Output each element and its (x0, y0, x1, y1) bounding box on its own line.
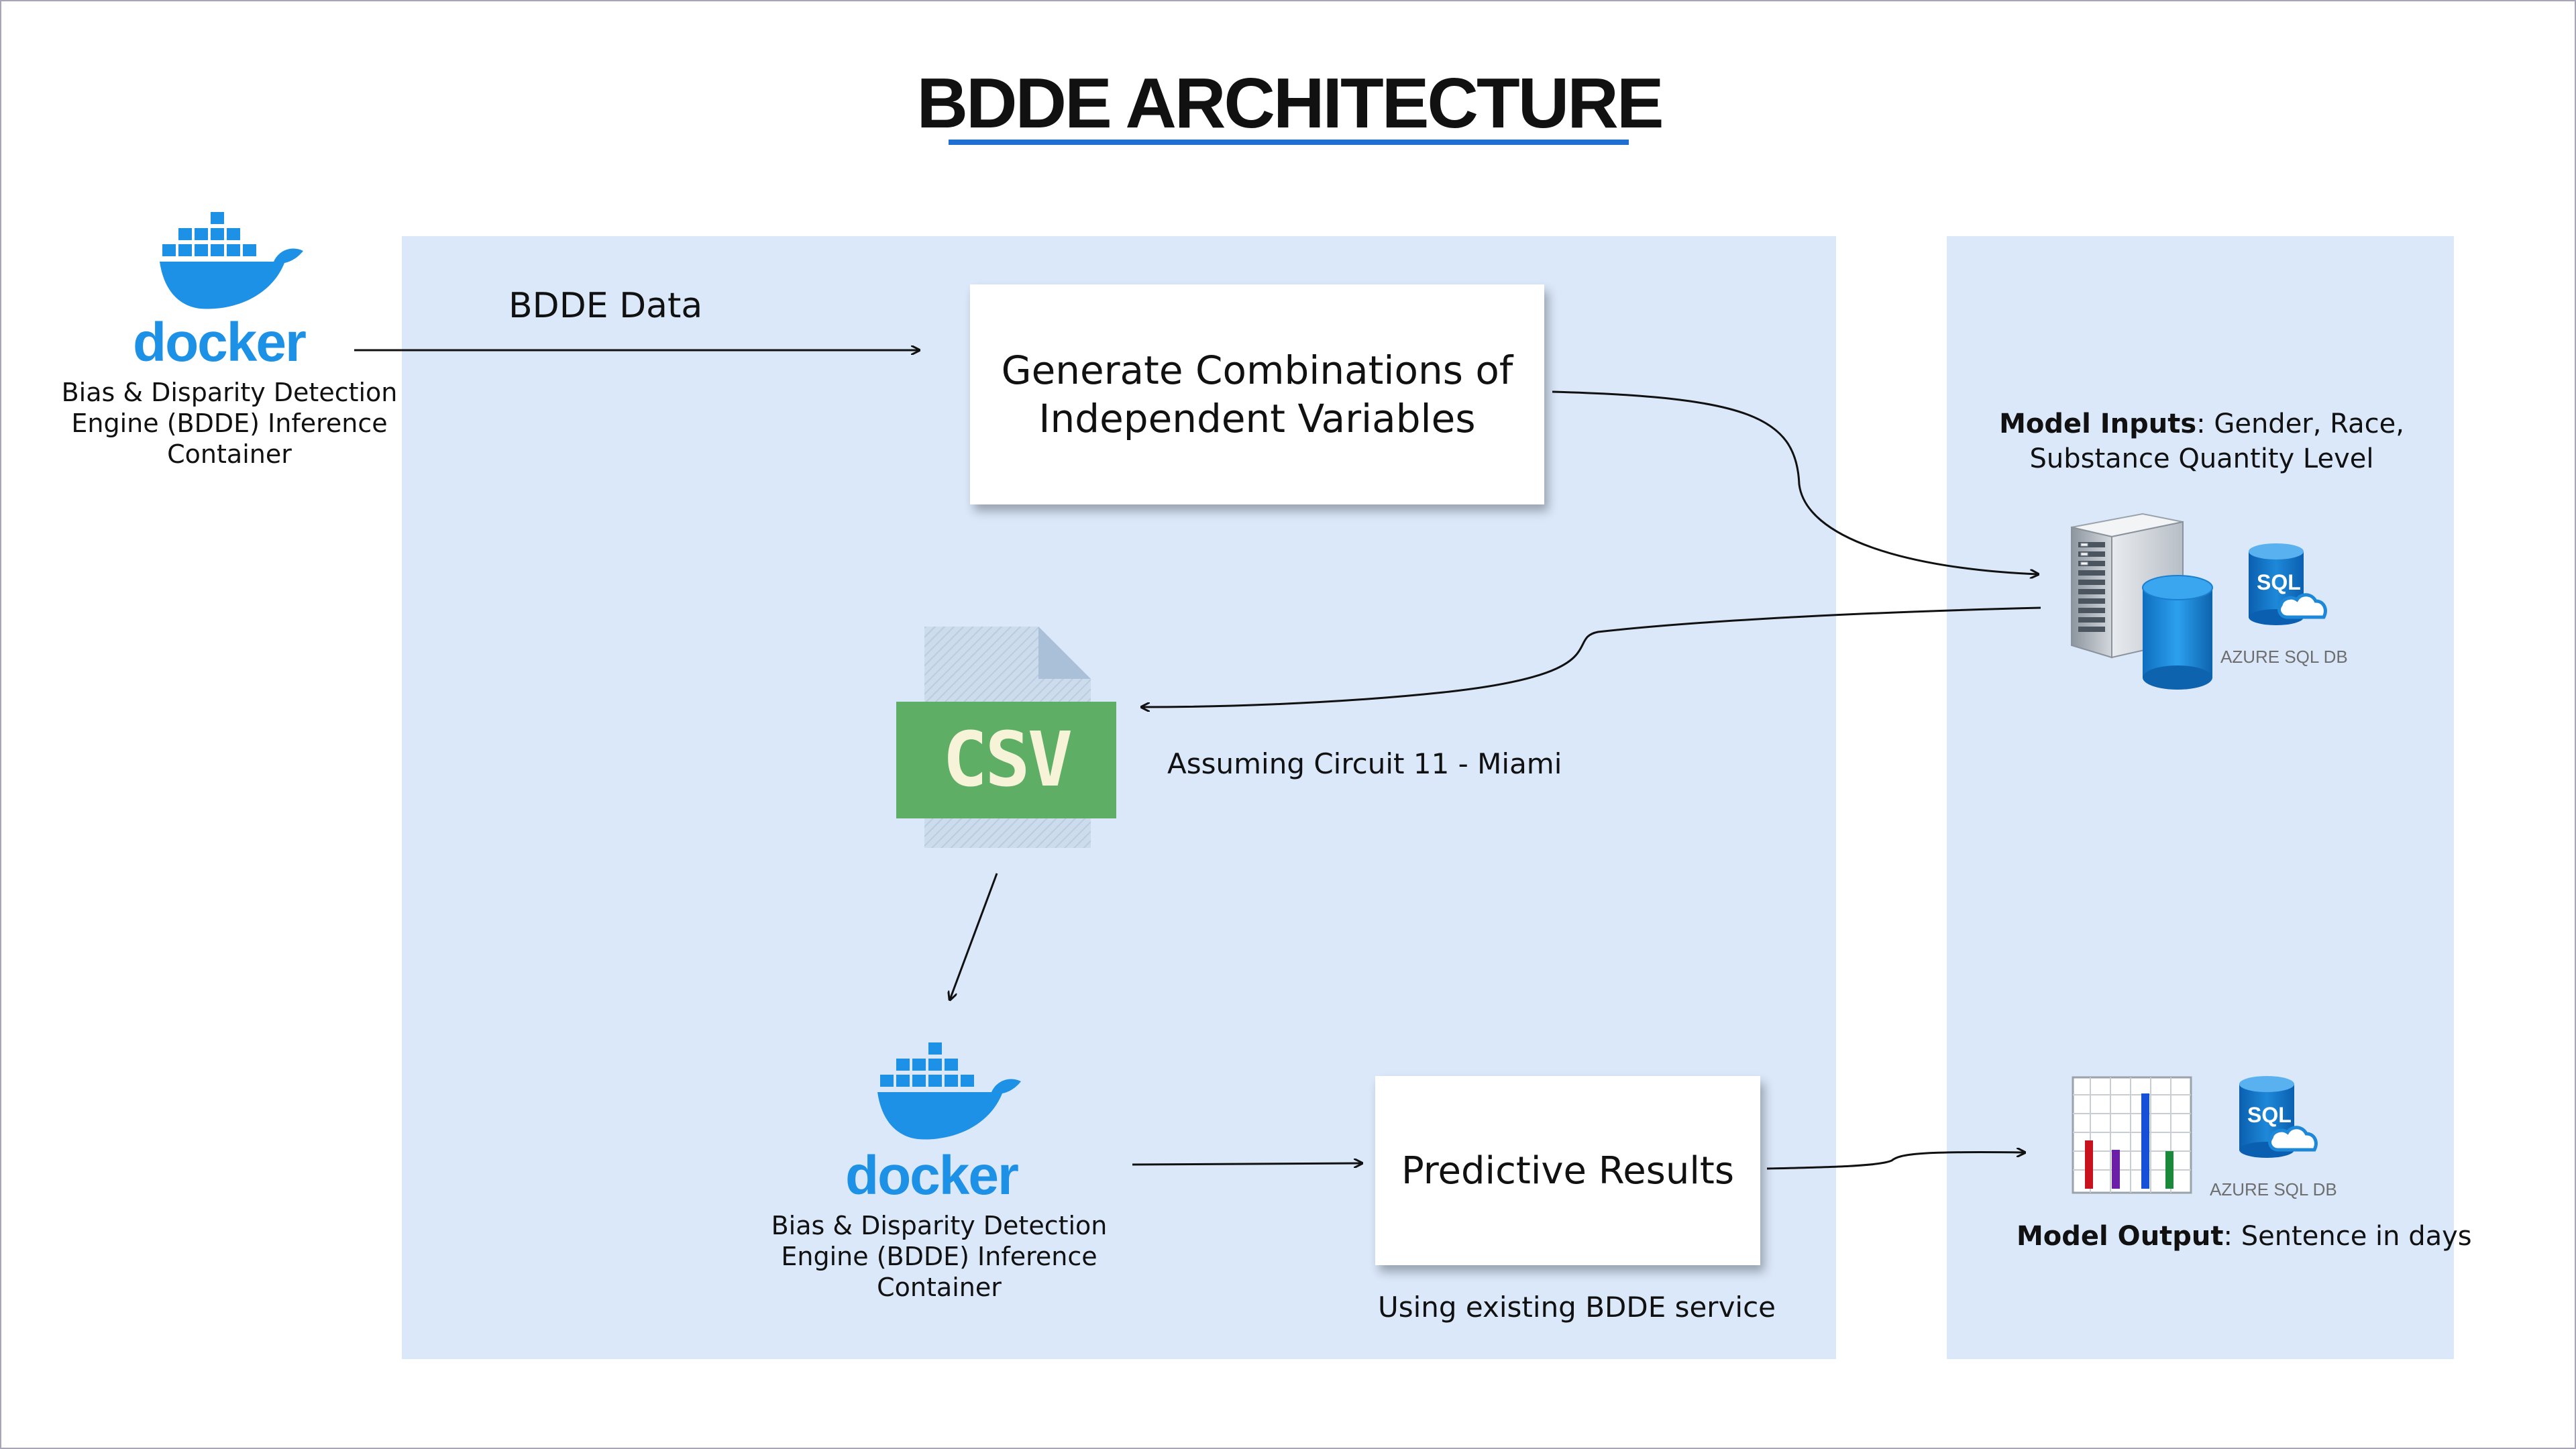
page-title: BDDE ARCHITECTURE (916, 64, 1664, 143)
model-output-rest: : Sentence in days (2223, 1221, 2472, 1252)
caption-line: Bias & Disparity Detection (771, 1211, 1108, 1240)
model-inputs-bold: Model Inputs (1999, 409, 2197, 439)
docker-bottom-caption: Bias & Disparity Detection Engine (BDDE)… (751, 1210, 1127, 1303)
azure-sql-label-bottom: AZURE SQL DB (2210, 1179, 2337, 1199)
box-line: Generate Combinations of (1001, 347, 1513, 393)
edge-label-bdde-data: BDDE Data (508, 286, 703, 326)
caption-line: Bias & Disparity Detection (61, 378, 398, 407)
title-underline (949, 140, 1629, 145)
bar-chart-icon (2072, 1076, 2192, 1194)
caption-line: Engine (BDDE) Inference (71, 409, 388, 438)
caption-line: Container (167, 439, 292, 469)
box-line: Independent Variables (1038, 396, 1476, 441)
sql-badge-top: SQL (2257, 570, 2301, 594)
edge-label-assuming-circuit: Assuming Circuit 11 - Miami (1167, 747, 1562, 780)
model-output-bold: Model Output (2017, 1221, 2224, 1252)
azure-sql-icon (2249, 543, 2327, 625)
server-icon (2071, 513, 2213, 690)
azure-sql-label-top: AZURE SQL DB (2220, 647, 2348, 667)
azure-sql-icon (2239, 1076, 2318, 1158)
arrow-server-to-csv (1142, 606, 2041, 707)
caption-line: Container (877, 1273, 1002, 1302)
docker-logo-text: docker (133, 312, 307, 373)
docker-top-caption: Bias & Disparity Detection Engine (BDDE)… (42, 377, 417, 470)
arrow-csv-to-docker (950, 873, 998, 1000)
sql-badge-bottom: SQL (2247, 1103, 2292, 1127)
arrow-docker-to-predictive (1132, 1163, 1362, 1165)
docker-logo-text: docker (845, 1145, 1019, 1206)
arrow-generate-to-server (1552, 390, 2038, 574)
data-panel (1947, 236, 2454, 1359)
model-inputs-line2: Substance Quantity Level (2029, 443, 2374, 474)
box-line: Predictive Results (1401, 1148, 1735, 1193)
model-output-label: Model Output: Sentence in days (2017, 1221, 2472, 1252)
caption-line: Engine (BDDE) Inference (781, 1242, 1097, 1271)
arrow-predictive-to-chart (1766, 1152, 2025, 1170)
model-inputs-label: Model Inputs: Gender, Race, Substance Qu… (1960, 407, 2443, 476)
predictive-note: Using existing BDDE service (1378, 1291, 1776, 1324)
docker-whale-icon (877, 1042, 1021, 1140)
docker-whale-icon (160, 212, 303, 309)
csv-badge: CSV (896, 702, 1116, 818)
predictive-results-box[interactable]: Predictive Results (1375, 1076, 1760, 1265)
generate-combinations-box[interactable]: Generate Combinations of Independent Var… (970, 284, 1544, 504)
model-inputs-rest: : Gender, Race, (2196, 409, 2404, 439)
